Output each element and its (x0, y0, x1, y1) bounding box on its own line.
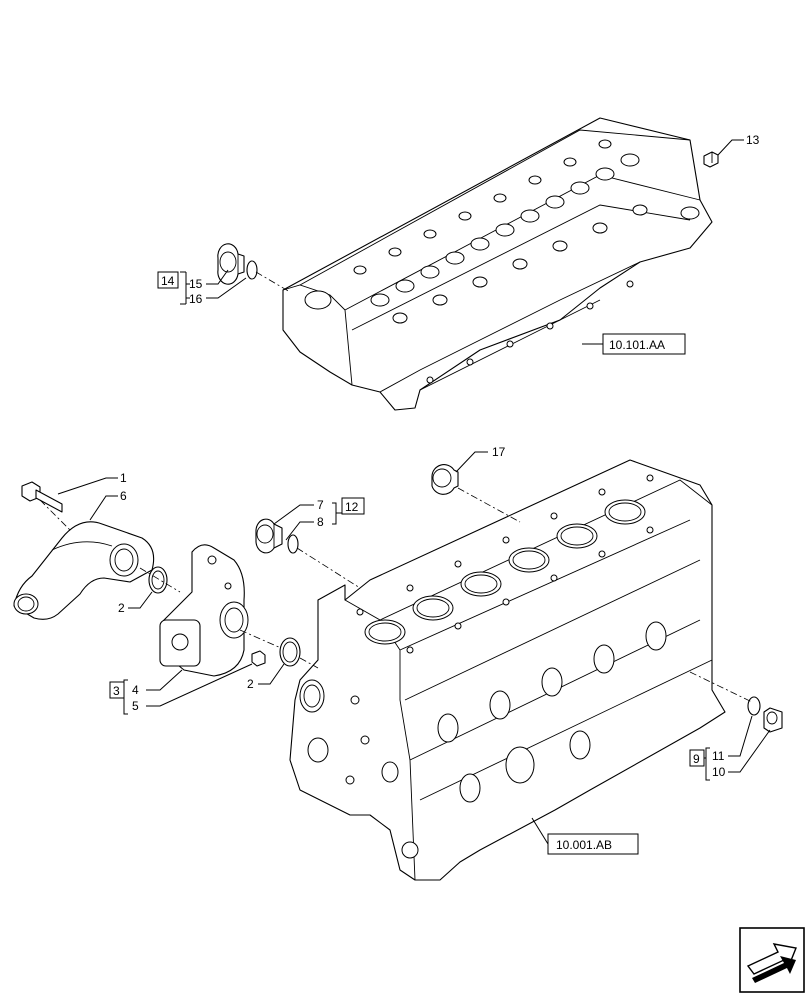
label-2-upper: 2 (118, 601, 125, 615)
label-14-box (157, 271, 179, 289)
label-7: 7 (317, 498, 324, 512)
label-14: 14 (161, 274, 175, 288)
valve-openings (353, 139, 648, 324)
plug-15 (217, 243, 245, 285)
label-6: 6 (120, 489, 127, 503)
cylinder-head (282, 117, 713, 411)
water-outlet-elbow-6 (13, 521, 155, 620)
label-12: 12 (345, 500, 359, 514)
bolt-1 (21, 481, 63, 513)
seal-8 (287, 534, 299, 554)
arrow-icon[interactable] (739, 927, 805, 993)
label-3: 3 (113, 684, 120, 698)
label-1: 1 (120, 471, 127, 485)
label-2-lower: 2 (247, 677, 254, 691)
reference-cylinder-head-text: 10.101.AA (609, 338, 665, 352)
plug-10 (763, 707, 783, 733)
label-17: 17 (492, 445, 506, 459)
part-labels: 13 15 16 14 17 1 6 7 8 12 2 3 4 5 2 9 11… (109, 133, 760, 779)
pin-5 (251, 650, 266, 667)
label-13: 13 (746, 133, 760, 147)
deck-holes (356, 474, 654, 654)
label-8: 8 (317, 515, 324, 529)
seal-11 (747, 696, 761, 716)
label-16: 16 (189, 292, 203, 306)
plug-13 (703, 151, 719, 168)
label-11: 11 (712, 749, 725, 763)
label-4: 4 (132, 683, 139, 697)
plug-17 (431, 464, 459, 495)
label-3-box (109, 681, 125, 699)
seal-16 (246, 260, 258, 280)
thermostat-housing-4 (159, 544, 249, 677)
label-15: 15 (189, 277, 203, 291)
label-9: 9 (693, 752, 700, 766)
head-lower-bolts (426, 280, 634, 384)
side-bosses (437, 621, 667, 803)
cylinder-bores (364, 499, 646, 645)
engine-block (289, 459, 726, 881)
reference-engine-block[interactable]: 10.001.AB (547, 833, 639, 855)
plug-7 (255, 518, 283, 554)
label-5: 5 (132, 699, 139, 713)
reference-cylinder-head[interactable]: 10.101.AA (602, 333, 686, 355)
label-10: 10 (712, 765, 726, 779)
reference-engine-block-text: 10.001.AB (556, 838, 612, 852)
label-9-box (689, 749, 705, 767)
label-12-box (341, 497, 365, 515)
